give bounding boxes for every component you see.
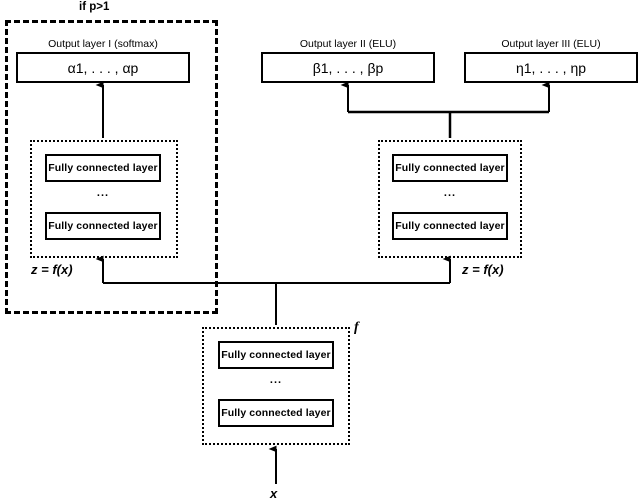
trunk-fc-layer-bottom: Fully connected layer <box>218 399 334 427</box>
output-layer-i-caption: Output layer I (softmax) <box>48 38 158 50</box>
left-head-input-label: z = f(x) <box>31 262 73 277</box>
conditional-group-if-p-gt-1 <box>5 20 218 314</box>
output-layer-ii-caption: Output layer II (ELU) <box>299 38 397 50</box>
left-head-block-group <box>30 140 178 258</box>
trunk-ellipsis: ... <box>269 374 283 386</box>
trunk-fc-layer-top: Fully connected layer <box>218 341 334 369</box>
output-layer-iii-box: η1, . . . , ηp <box>464 52 638 83</box>
input-x-label: x <box>270 486 278 501</box>
trunk-block-group <box>202 327 350 445</box>
right-head-fc-layer-top: Fully connected layer <box>392 154 508 182</box>
output-layer-i-box: α1, . . . , αp <box>16 52 190 83</box>
right-head-fc-layer-bottom: Fully connected layer <box>392 212 508 240</box>
left-head-fc-layer-top: Fully connected layer <box>45 154 161 182</box>
right-head-ellipsis: ... <box>443 187 457 199</box>
right-head-input-label: z = f(x) <box>462 262 504 277</box>
right-head-block-group <box>378 140 522 258</box>
left-head-fc-layer-bottom: Fully connected layer <box>45 212 161 240</box>
output-layer-iii-caption: Output layer III (ELU) <box>501 38 601 50</box>
trunk-block-label: f <box>354 320 359 335</box>
output-layer-ii-box: β1, . . . , βp <box>261 52 435 83</box>
conditional-group-label: if p>1 <box>79 1 110 13</box>
left-head-ellipsis: ... <box>96 187 110 199</box>
